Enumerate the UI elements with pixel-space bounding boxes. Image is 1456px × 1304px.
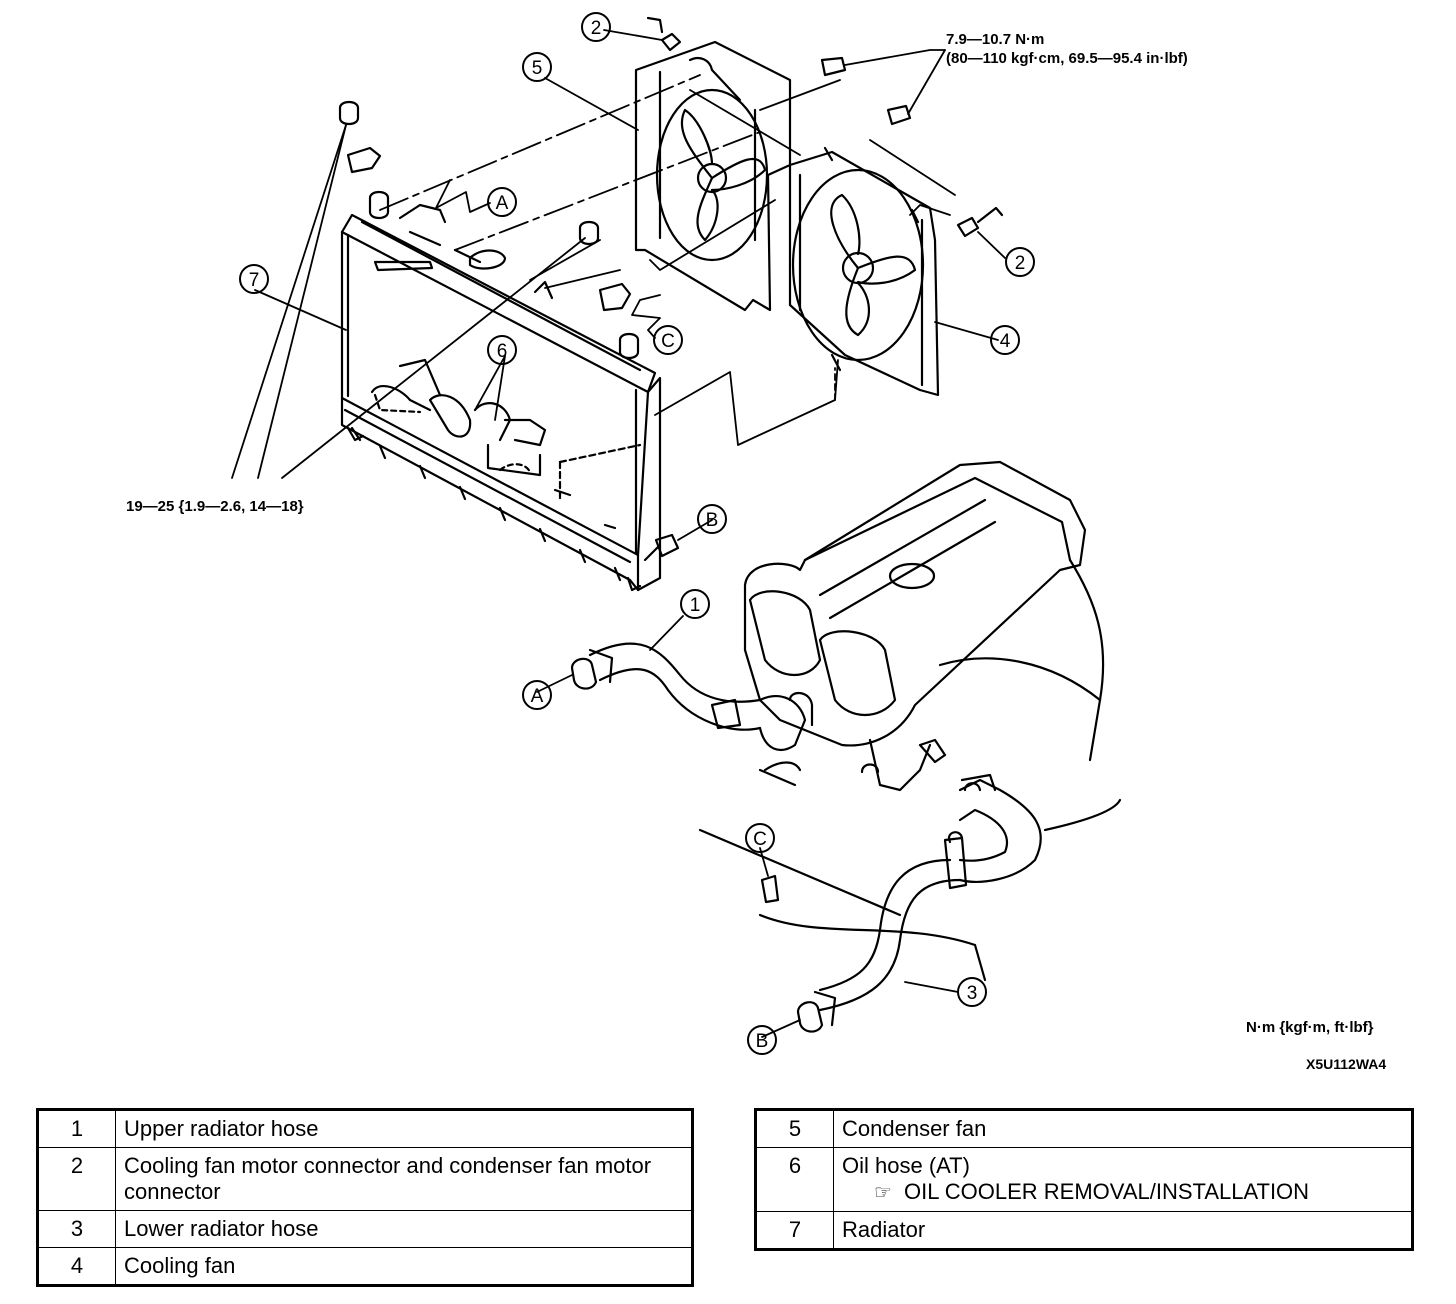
callout-b-bottom xyxy=(747,1025,777,1055)
part-number: 2 xyxy=(37,1147,116,1211)
part-number: 3 xyxy=(37,1210,116,1248)
table-row: 1 Upper radiator hose xyxy=(37,1109,693,1148)
condenser-fan-drawing xyxy=(634,16,792,312)
part-name: Cooling fan motor connector and condense… xyxy=(115,1147,693,1211)
leader-lines xyxy=(231,29,1006,1038)
part-number: 5 xyxy=(755,1109,834,1148)
part-name: Upper radiator hose xyxy=(115,1109,693,1148)
callout-a-bottom xyxy=(522,680,552,710)
parts-legend-right: 5 Condenser fan 6 Oil hose (AT) ☞ OIL COO… xyxy=(754,1108,1414,1251)
callout-7 xyxy=(239,264,269,294)
torque-spec-radiator-mounts: 19—25 {1.9—2.6, 14—18} xyxy=(126,498,304,515)
callout-a-top xyxy=(487,187,517,217)
callout-7-label: 7 xyxy=(249,270,260,291)
callout-c-bottom-label: C xyxy=(753,829,767,850)
callout-b-top-label: B xyxy=(706,510,719,531)
cooling-fan-drawing xyxy=(788,56,1004,397)
part-name: Oil hose (AT) xyxy=(842,1153,970,1178)
callout-2-top xyxy=(581,12,611,42)
callout-a-top-label: A xyxy=(496,193,509,214)
reference-pointer-icon: ☞ xyxy=(874,1182,892,1204)
table-row: 6 Oil hose (AT) ☞ OIL COOLER REMOVAL/INST… xyxy=(755,1147,1413,1212)
callout-1 xyxy=(680,589,710,619)
callout-2-right-label: 2 xyxy=(1015,253,1026,274)
part-name: Lower radiator hose xyxy=(115,1210,693,1248)
callouts xyxy=(239,12,1035,1055)
part-name: Radiator xyxy=(833,1211,1413,1250)
part-name: Cooling fan xyxy=(115,1247,693,1286)
callout-b-top xyxy=(697,504,727,534)
callout-c-top xyxy=(653,325,683,355)
oil-pipe-stub xyxy=(760,874,780,904)
callout-4 xyxy=(990,325,1020,355)
radiator-drawing xyxy=(338,100,680,592)
callout-4-label: 4 xyxy=(1000,331,1011,352)
figure-code: X5U112WA4 xyxy=(1306,1056,1387,1072)
procedure-reference: ☞ OIL COOLER REMOVAL/INSTALLATION xyxy=(842,1179,1403,1206)
callout-2-top-label: 2 xyxy=(591,18,602,39)
callout-6 xyxy=(487,335,517,365)
table-row: 3 Lower radiator hose xyxy=(37,1210,693,1248)
callout-5 xyxy=(522,52,552,82)
part-name-with-reference: Oil hose (AT) ☞ OIL COOLER REMOVAL/INSTAL… xyxy=(833,1147,1413,1212)
callout-a-bottom-label: A xyxy=(531,686,544,707)
exploded-view-diagram: 1 2 2 3 4 5 6 7 A A B B C C xyxy=(231,12,1122,1055)
table-row: 5 Condenser fan xyxy=(755,1109,1413,1148)
callout-c-bottom xyxy=(745,823,775,853)
callout-3 xyxy=(957,977,987,1007)
callout-c-top-label: C xyxy=(661,331,675,352)
callout-2-right xyxy=(1005,247,1035,277)
table-row: 2 Cooling fan motor connector and conden… xyxy=(37,1147,693,1211)
part-number: 7 xyxy=(755,1211,834,1250)
torque-spec-line-2: (80—110 kgf·cm, 69.5—95.4 in·lbf) xyxy=(946,50,1188,67)
callout-b-bottom-label: B xyxy=(756,1031,769,1052)
upper-hose-drawing xyxy=(570,642,814,751)
table-row: 7 Radiator xyxy=(755,1211,1413,1250)
callout-6-label: 6 xyxy=(497,341,508,362)
reference-link[interactable]: OIL COOLER REMOVAL/INSTALLATION xyxy=(904,1179,1310,1204)
part-number: 4 xyxy=(37,1247,116,1286)
lower-hose-drawing xyxy=(796,773,1042,1033)
callout-1-label: 1 xyxy=(690,595,701,616)
callout-3-label: 3 xyxy=(967,983,978,1004)
table-row: 4 Cooling fan xyxy=(37,1247,693,1286)
part-number: 1 xyxy=(37,1109,116,1148)
part-name: Condenser fan xyxy=(833,1109,1413,1148)
parts-legend-left: 1 Upper radiator hose 2 Cooling fan moto… xyxy=(36,1108,694,1287)
callout-5-label: 5 xyxy=(532,58,543,79)
torque-spec-fan-bolts: 7.9—10.7 N·m (80—110 kgf·cm, 69.5—95.4 i… xyxy=(946,30,1188,68)
units-note: N·m {kgf·m, ft·lbf} xyxy=(1246,1019,1374,1036)
part-number: 6 xyxy=(755,1147,834,1212)
torque-spec-line-1: 7.9—10.7 N·m xyxy=(946,31,1045,48)
engine-drawing xyxy=(698,460,1122,982)
